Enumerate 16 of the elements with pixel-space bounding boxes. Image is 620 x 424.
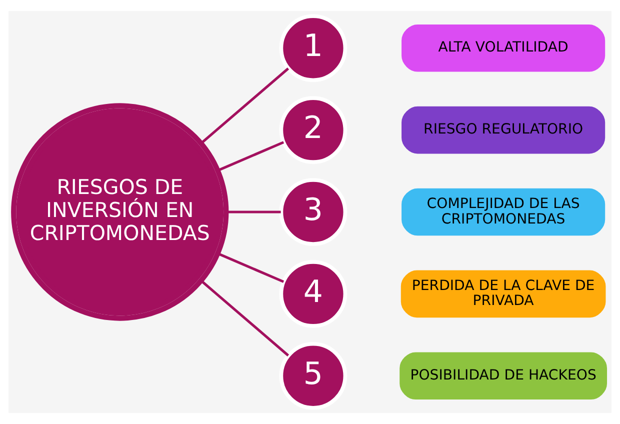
node-box: POSIBILIDAD DE HACKEOS xyxy=(400,352,608,400)
connector xyxy=(200,68,290,144)
node-circle: RIESGOS DE INVERSIÓN EN CRIPTOMONEDAS xyxy=(11,103,229,321)
node-circle: 3 xyxy=(279,178,348,246)
connector xyxy=(218,252,284,283)
node-circle: 4 xyxy=(279,260,348,328)
node-circle: 5 xyxy=(279,342,348,410)
node-box: COMPLEJIDAD DE LAS CRIPTOMONEDAS xyxy=(402,188,606,236)
connector xyxy=(226,210,281,214)
node-box: PERDIDA DE LA CLAVE DE PRIVADA xyxy=(400,270,606,318)
node-box: ALTA VOLATILIDAD xyxy=(402,24,606,72)
connector xyxy=(218,141,284,172)
connector xyxy=(200,280,290,356)
node-box: RIESGO REGULATORIO xyxy=(402,106,606,154)
node-circle: 2 xyxy=(279,96,348,164)
node-circle: 1 xyxy=(279,14,348,82)
